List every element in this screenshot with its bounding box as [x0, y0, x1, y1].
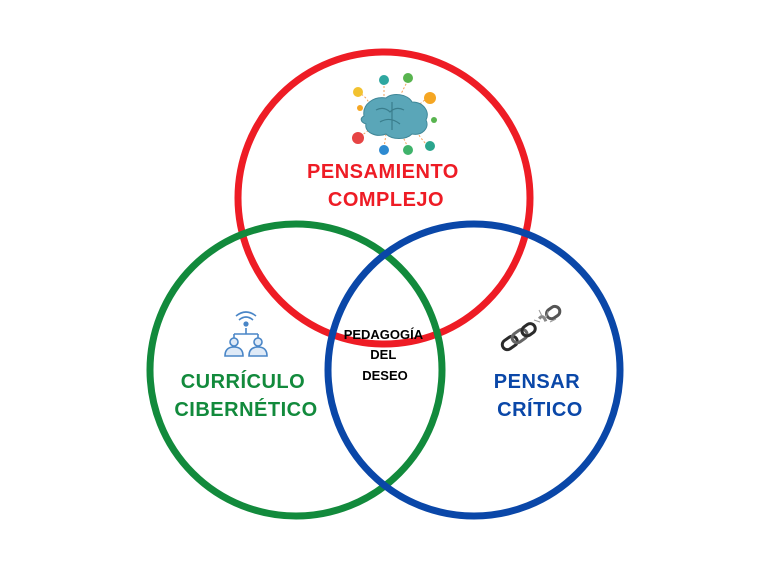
network-users-icon: [224, 311, 268, 357]
label-right-line-2: CRÍTICO: [497, 398, 583, 421]
broken-chain-icon: [500, 304, 562, 352]
circle-top: [234, 48, 534, 348]
brain-network-icon: [352, 73, 437, 155]
label-right-line-1: PENSAR: [494, 371, 580, 393]
circle-right: [324, 220, 624, 520]
label-top-line-1: PENSAMIENTO: [307, 161, 459, 183]
label-left-line-2: CIBERNÉTICO: [174, 398, 317, 421]
circle-left: [146, 220, 446, 520]
svg-text:PENSAMIENTO COMPLEJO: PENSAMIENTO COMPLEJO: [307, 161, 465, 211]
svg-text:PENSAR CRÍTICO: PENSAR CRÍTICO: [494, 371, 586, 421]
center-label-line-2: DEL: [370, 347, 396, 362]
svg-text:CURRÍCULO CIBERNÉTICO: CURRÍCULO CIBERNÉTICO: [174, 370, 317, 421]
center-label-line-3: DESEO: [362, 368, 408, 383]
label-top-line-2: COMPLEJO: [328, 189, 444, 211]
svg-text:PEDAGOGÍA DEL DESE: PEDAGOGÍA DEL DESEO: [344, 327, 427, 383]
label-left-line-1: CURRÍCULO: [181, 370, 306, 393]
center-label-line-1: PEDAGOGÍA: [344, 327, 424, 342]
